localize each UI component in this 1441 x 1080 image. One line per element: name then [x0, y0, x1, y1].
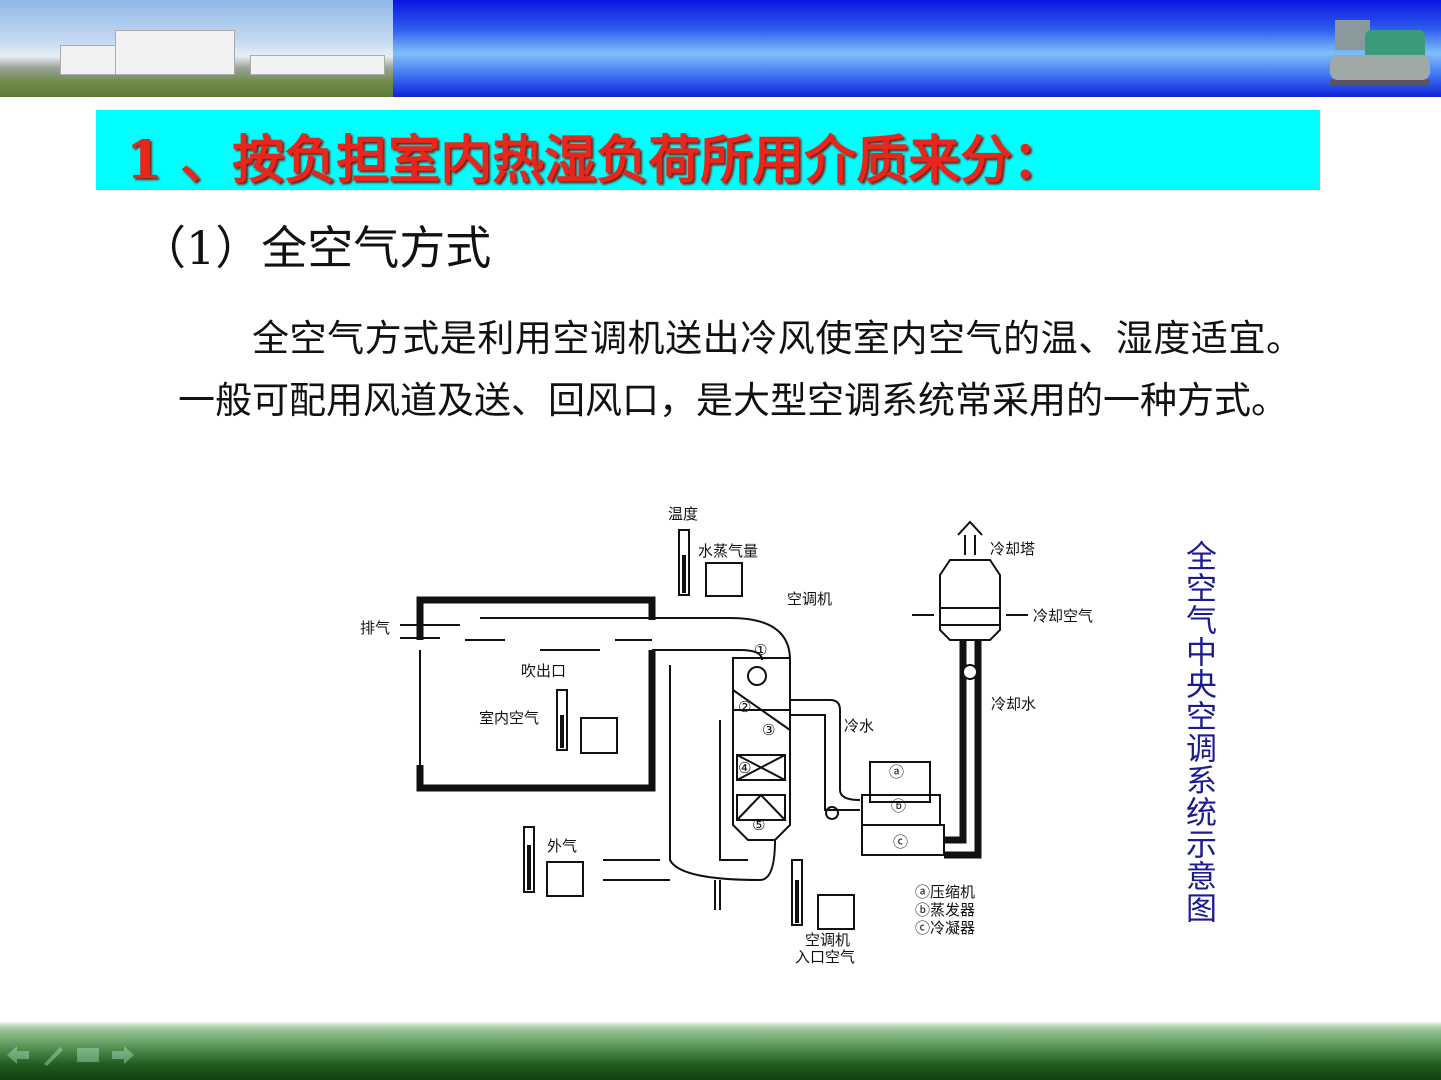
- label-outdoor-air: 外气: [547, 837, 577, 855]
- pen-icon[interactable]: [40, 1044, 66, 1066]
- component-c: ⓒ: [893, 833, 908, 851]
- body-paragraph: 全空气方式是利用空调机送出冷风使室内空气的温、湿度适宜。一般可配用风道及送、回风…: [178, 317, 1303, 422]
- legend-evaporator: ⓑ蒸发器: [915, 901, 975, 919]
- section-heading: （1）全空气方式: [140, 221, 492, 275]
- label-temperature: 温度: [668, 505, 698, 523]
- building: [115, 30, 235, 75]
- number-2: ②: [738, 698, 751, 716]
- number-3: ③: [762, 721, 775, 739]
- legend-condenser: ⓒ冷凝器: [915, 919, 975, 937]
- label-indoor-air: 室内空气: [479, 709, 539, 727]
- header-photo: [0, 0, 393, 97]
- screen-icon[interactable]: [75, 1044, 101, 1066]
- label-vapor: 水蒸气量: [698, 542, 758, 560]
- number-5: ⑤: [752, 816, 765, 834]
- forward-arrow-icon[interactable]: [110, 1044, 136, 1066]
- label-ahu-inlet-air: 入口空气: [795, 948, 855, 966]
- component-b: ⓑ: [891, 797, 906, 815]
- label-cooling-tower: 冷却塔: [990, 540, 1035, 558]
- chiller-machine-image: [1330, 20, 1430, 85]
- title-bar: 1 、按负担室内热湿负荷所用介质来分：: [96, 110, 1320, 191]
- legend-compressor: ⓐ压缩机: [915, 883, 975, 901]
- label-chilled-water: 冷水: [844, 717, 874, 735]
- back-arrow-icon[interactable]: [5, 1044, 31, 1066]
- label-ahu: 空调机: [787, 590, 832, 608]
- label-exhaust: 排气: [360, 619, 390, 637]
- label-cooling-water: 冷却水: [991, 695, 1036, 713]
- building: [60, 45, 120, 75]
- header-banner: [393, 0, 1441, 97]
- label-ahu-inlet: 空调机: [805, 931, 850, 949]
- building: [250, 55, 385, 75]
- diagram-caption: 全空气中央空调系统示意图: [1180, 540, 1216, 924]
- label-cooling-air: 冷却空气: [1033, 607, 1093, 625]
- number-1: ①: [754, 641, 767, 659]
- footer-bar: [0, 1022, 1441, 1080]
- number-4: ④: [738, 759, 751, 777]
- component-a: ⓐ: [889, 763, 904, 781]
- slide-title: 1 、按负担室内热湿负荷所用介质来分：: [126, 130, 1065, 191]
- label-outlet: 吹出口: [521, 662, 566, 680]
